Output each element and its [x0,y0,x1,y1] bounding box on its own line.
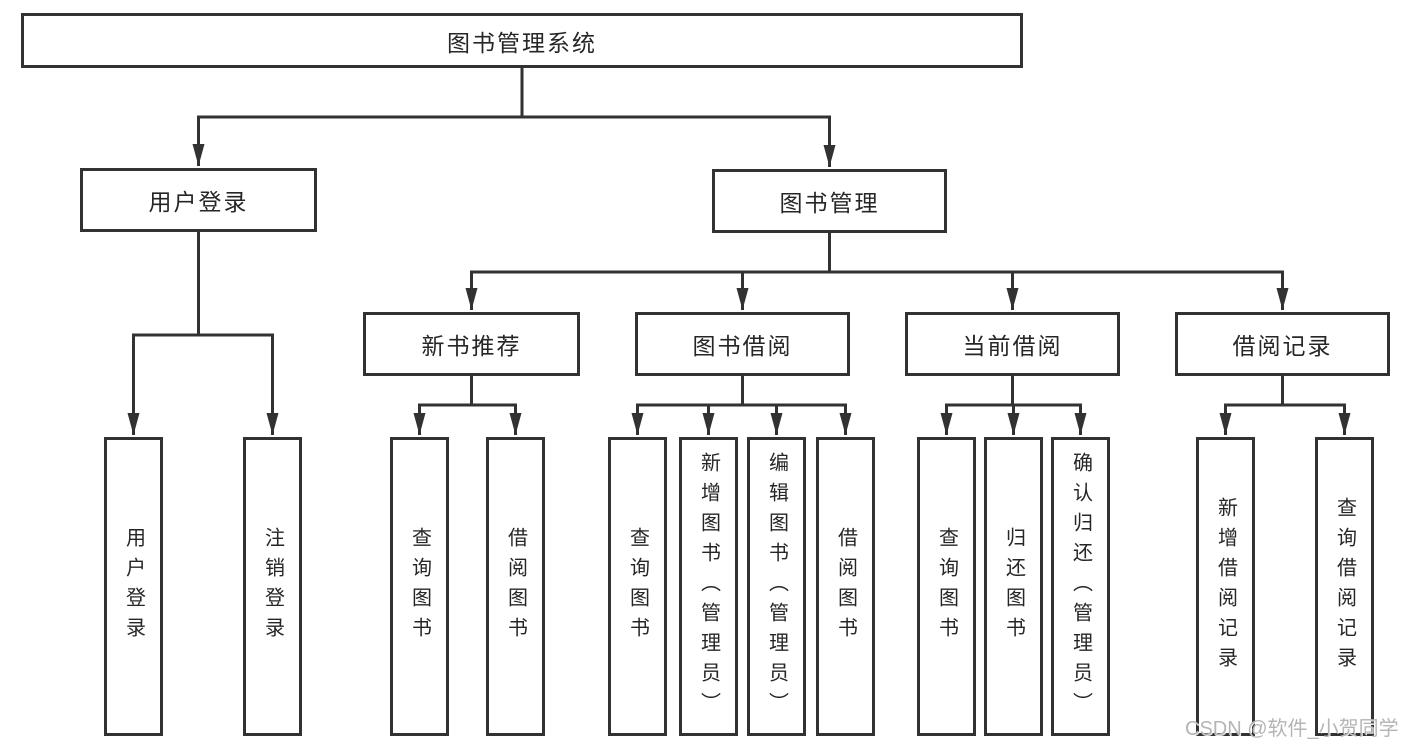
leaf-user-login-label: 用户登录 [122,526,145,647]
node-user-login: 用户登录 [80,168,317,232]
leaf-newbooks-query: 查询图书 [390,437,449,736]
leaf-records-add-label: 新增借阅记录 [1214,496,1237,677]
leaf-borrowing-borrow-label: 借阅图书 [834,526,857,647]
edges-new-book-recommend-children [413,376,522,435]
leaf-borrowing-add-admin-label: 新增图书（管理员） [697,451,720,722]
edges-user-login-children [127,232,279,435]
node-borrow-records-label: 借阅记录 [1232,333,1333,359]
edges-book-borrowing-children [631,376,852,435]
node-new-book-recommend-label: 新书推荐 [421,333,522,359]
leaf-borrowing-edit-admin-label: 编辑图书（管理员） [765,451,788,722]
leaf-borrowing-query: 查询图书 [608,437,667,736]
edges-borrow-records-children [1219,376,1351,435]
edges-current-borrowing-children [940,376,1087,435]
leaf-current-confirm-admin-label: 确认归还（管理员） [1069,451,1092,722]
node-book-management-label: 图书管理 [779,190,880,216]
node-user-login-label: 用户登录 [148,189,249,215]
node-root-label: 图书管理系统 [447,29,597,56]
leaf-logout: 注销登录 [243,437,302,736]
node-borrow-records: 借阅记录 [1175,312,1390,376]
node-book-borrowing-label: 图书借阅 [692,333,793,359]
leaf-borrowing-borrow: 借阅图书 [816,437,875,736]
edges-book-management-to-level3 [465,233,1289,310]
leaf-newbooks-borrow-label: 借阅图书 [504,526,527,647]
node-new-book-recommend: 新书推荐 [363,312,580,376]
leaf-records-query: 查询借阅记录 [1315,437,1374,736]
leaf-logout-label: 注销登录 [261,526,284,647]
leaf-borrowing-edit-admin: 编辑图书（管理员） [747,437,806,736]
node-book-management: 图书管理 [712,169,947,233]
leaf-records-add: 新增借阅记录 [1196,437,1255,736]
node-book-borrowing: 图书借阅 [635,312,850,376]
leaf-current-confirm-admin: 确认归还（管理员） [1051,437,1110,736]
node-current-borrowing: 当前借阅 [905,312,1120,376]
node-root: 图书管理系统 [21,13,1023,68]
leaf-current-return: 归还图书 [984,437,1043,736]
leaf-user-login: 用户登录 [104,437,163,736]
leaf-borrowing-add-admin: 新增图书（管理员） [679,437,738,736]
leaf-records-query-label: 查询借阅记录 [1333,496,1356,677]
node-current-borrowing-label: 当前借阅 [962,333,1063,359]
watermark: CSDN @软件_小贺同学 [1185,718,1399,740]
leaf-current-query-label: 查询图书 [935,526,958,647]
leaf-newbooks-query-label: 查询图书 [408,526,431,647]
leaf-newbooks-borrow: 借阅图书 [486,437,545,736]
leaf-current-return-label: 归还图书 [1002,526,1025,647]
leaf-borrowing-query-label: 查询图书 [626,526,649,647]
leaf-current-query: 查询图书 [917,437,976,736]
edges-root-to-level2 [192,68,836,167]
